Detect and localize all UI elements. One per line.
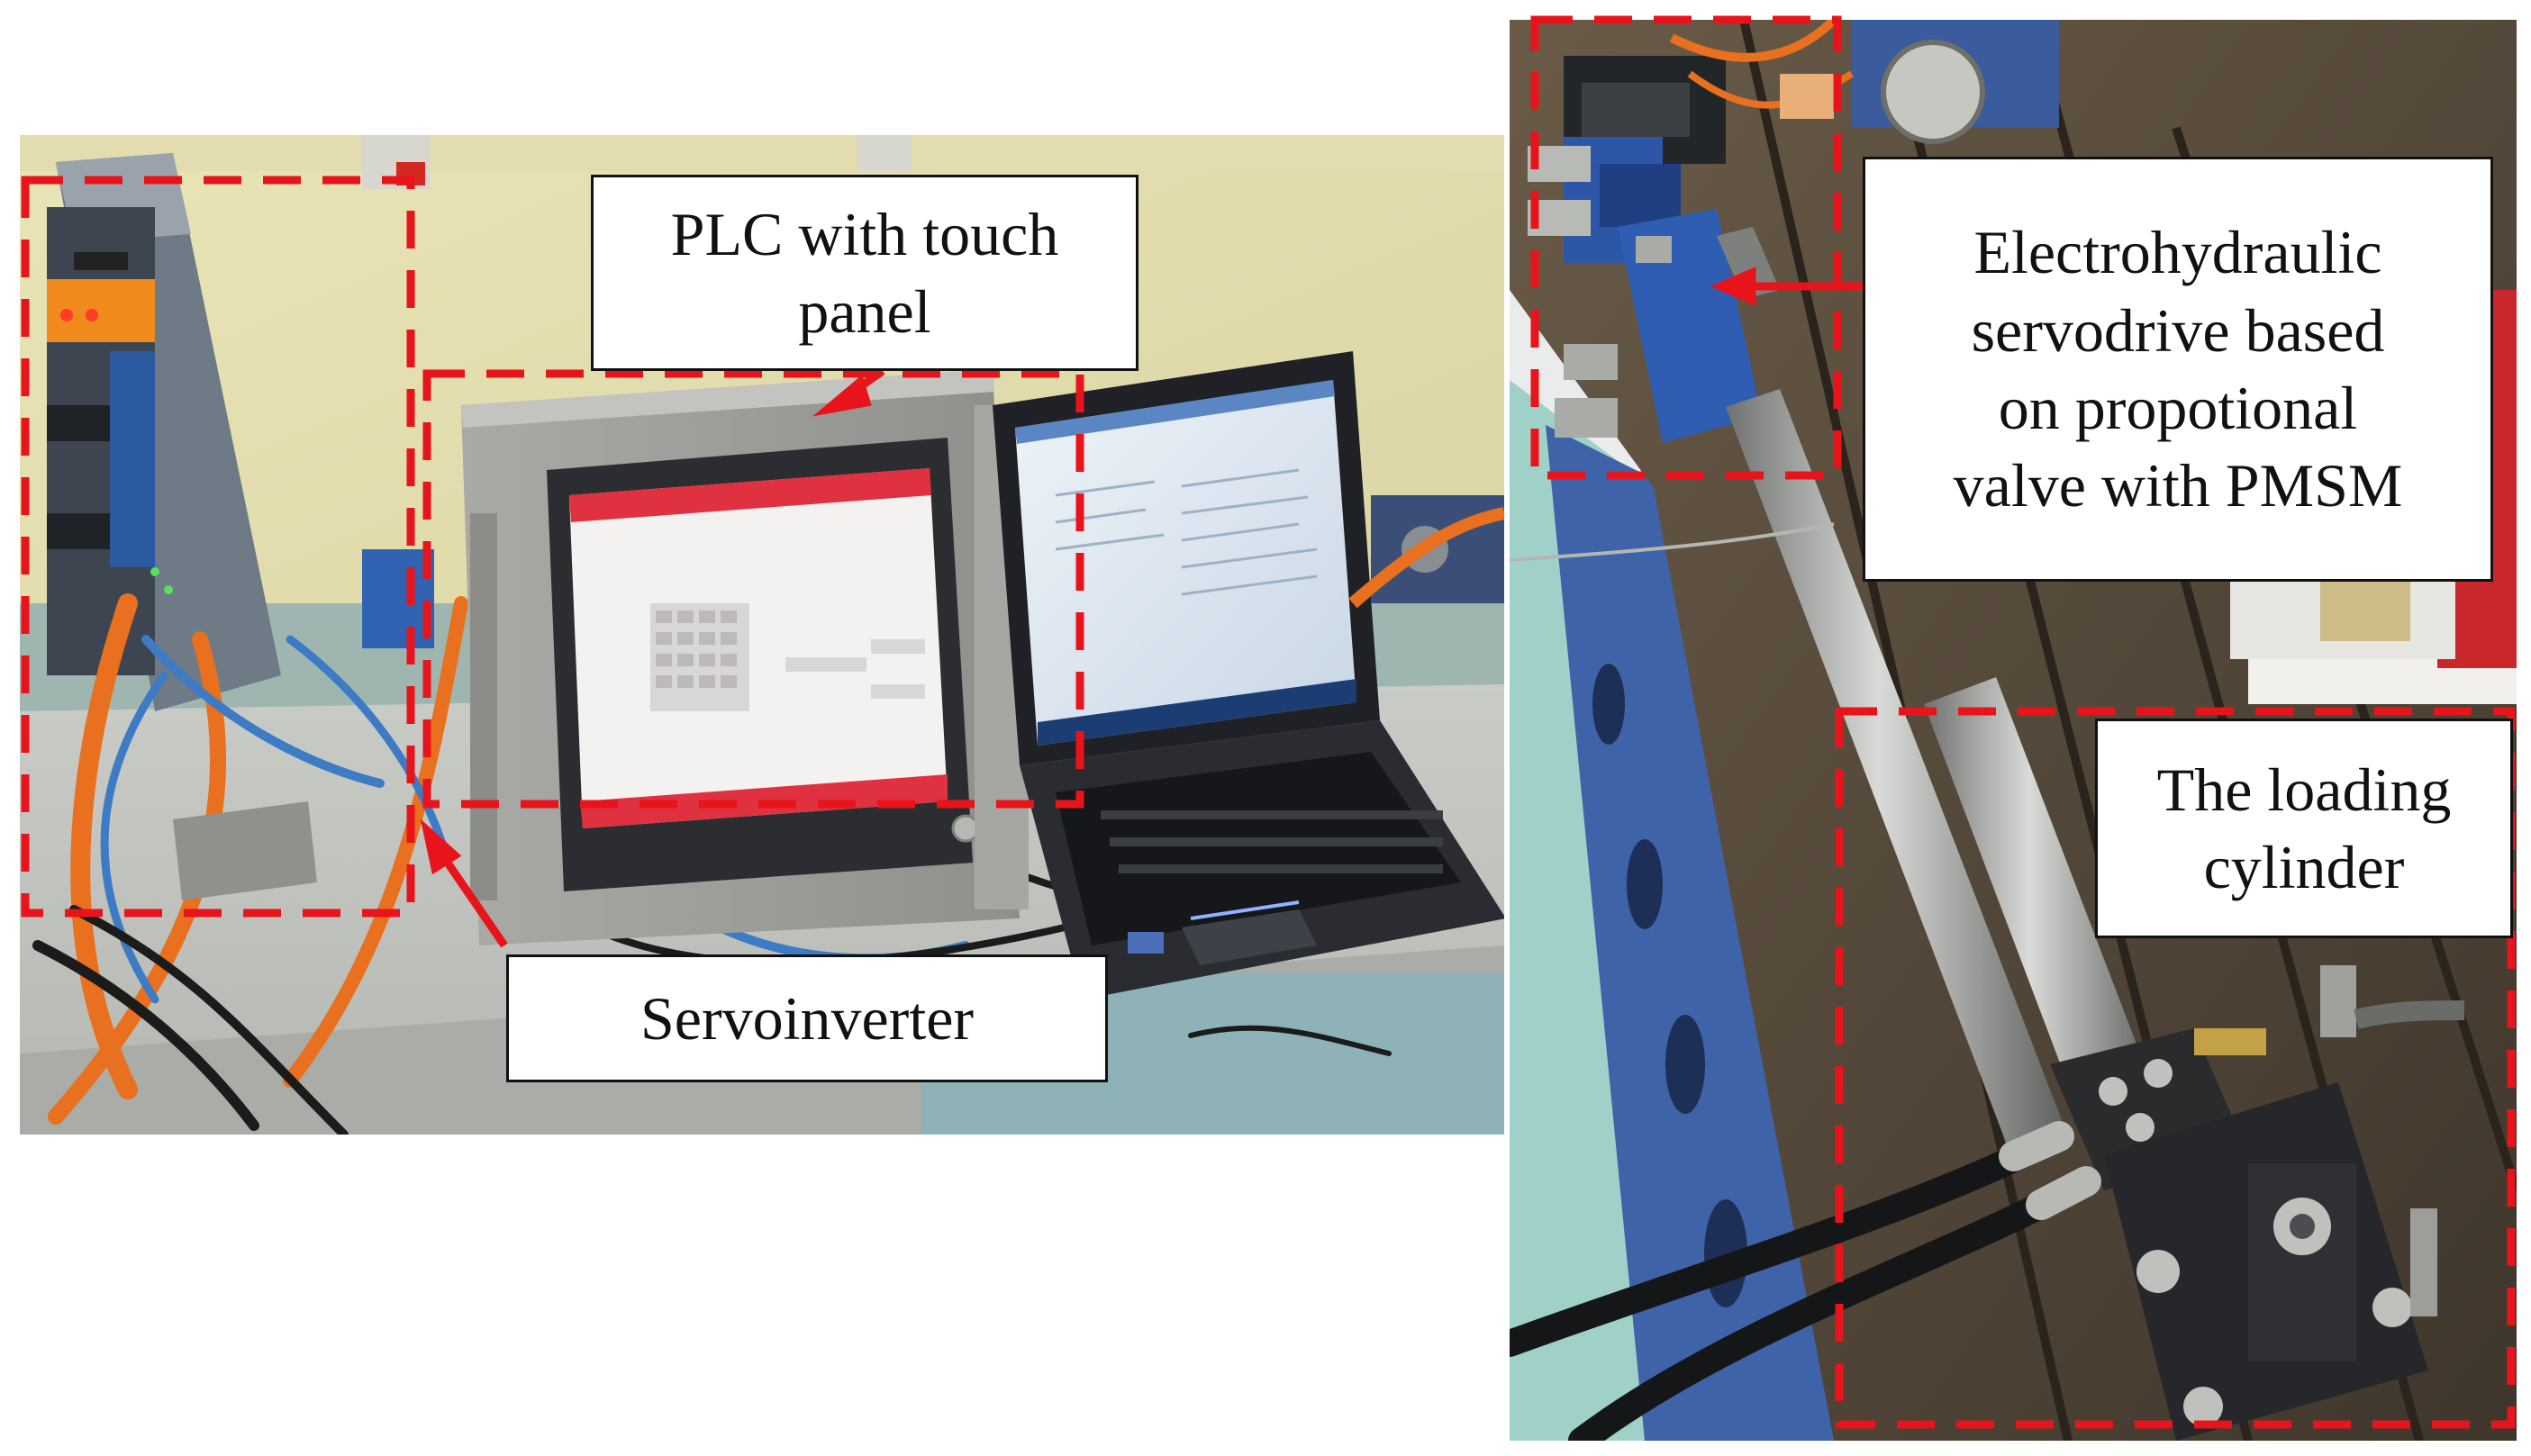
laptop — [993, 351, 1504, 999]
plc-touch-panel — [461, 369, 1029, 945]
electrohydraulic-servodrive-label: Electrohydraulic servodrive based on pro… — [1863, 157, 2493, 582]
loading-cylinder-label: The loading cylinder — [2095, 719, 2513, 938]
plc-label: PLC with touch panel — [591, 175, 1138, 371]
servoinverter-label: Servoinverter — [506, 954, 1108, 1082]
